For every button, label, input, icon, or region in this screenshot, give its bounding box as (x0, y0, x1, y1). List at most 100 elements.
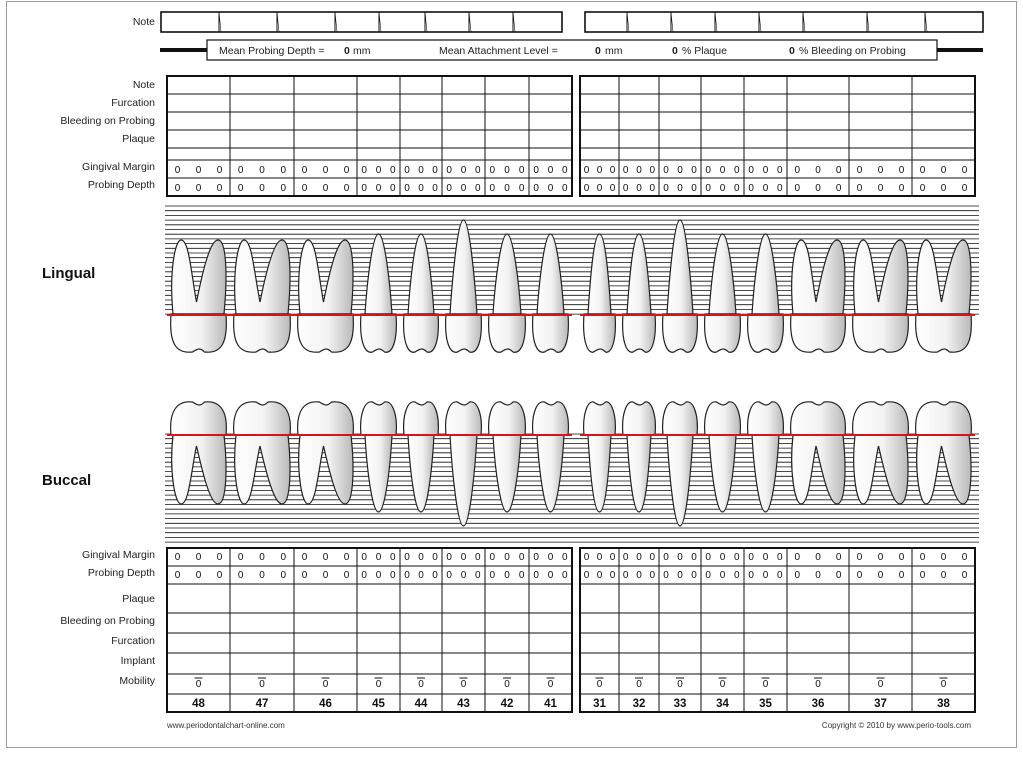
upper-probing-depth-value: 0 (795, 183, 801, 194)
lower-gingival-margin-value: 0 (217, 552, 223, 563)
mobility-value-42: 0 (504, 679, 510, 690)
upper-probing-depth-value: 0 (344, 183, 350, 194)
lower-probing-depth-value: 0 (663, 570, 669, 581)
upper-probing-depth-value: 0 (815, 183, 821, 194)
upper-probing-depth-value: 0 (404, 183, 410, 194)
mobility-value-35: 0 (763, 679, 769, 690)
lower-probing-depth-value: 0 (763, 570, 769, 581)
upper-gingival-margin-value: 0 (361, 165, 367, 176)
lower-gingival-margin-value: 0 (175, 552, 181, 563)
upper-probing-depth-value: 0 (677, 183, 683, 194)
lower-gingival-margin-value: 0 (361, 552, 367, 563)
top-note-box (160, 11, 563, 33)
mobility-value-33: 0 (677, 679, 683, 690)
top-note-tick (512, 11, 516, 33)
upper-probing-depth-value: 0 (705, 183, 711, 194)
lower-gingival-margin-value: 0 (748, 552, 754, 563)
lower-probing-depth-value: 0 (302, 570, 308, 581)
upper-gingival-margin-value: 0 (504, 165, 510, 176)
lingual-tooth-crown-35 (747, 313, 784, 353)
lower-gingival-margin-value: 0 (390, 552, 396, 563)
upper-gingival-margin-value: 0 (962, 165, 968, 176)
upper-gingival-margin-value: 0 (636, 165, 642, 176)
upper-gingival-margin-value: 0 (734, 165, 740, 176)
bleeding-value: 0 (789, 45, 795, 57)
tooth-number-32: 32 (633, 698, 646, 710)
lingual-tooth-crown-48 (170, 313, 227, 353)
lingual-tooth-root-42 (492, 233, 522, 315)
footer-left-url: www.periodontalchart-online.com (166, 721, 285, 730)
upper-table-border (579, 75, 976, 197)
lower-gingival-margin-value: 0 (610, 552, 616, 563)
mean-probing-depth-label: Mean Probing Depth = (219, 45, 324, 57)
lower-gingival-margin-value: 0 (734, 552, 740, 563)
tooth-number-33: 33 (674, 698, 687, 710)
lower-table-border (579, 547, 976, 713)
lower-gingival-margin-value: 0 (962, 552, 968, 563)
lower-probing-depth-value: 0 (878, 570, 884, 581)
tooth-number-31: 31 (593, 698, 606, 710)
lower-probing-depth-value: 0 (490, 570, 496, 581)
lingual-tooth-crown-46 (297, 313, 354, 353)
upper-gingival-margin-value: 0 (217, 165, 223, 176)
periodontal-chart: Note Mean Probing Depth = 0 mm Mean Atta… (42, 11, 984, 730)
upper-probing-depth-value: 0 (533, 183, 539, 194)
upper-probing-depth-value: 0 (323, 183, 329, 194)
top-note-tick (670, 11, 674, 33)
upper-probing-depth-value: 0 (748, 183, 754, 194)
upper-probing-depth-value: 0 (878, 183, 884, 194)
buccal-tooth-crown-43 (445, 401, 482, 436)
upper-gingival-margin-value: 0 (720, 165, 726, 176)
mobility-value-41: 0 (548, 679, 554, 690)
buccal-tooth-crown-46 (297, 401, 354, 436)
buccal-tooth-root-35 (751, 434, 780, 513)
lower-gingival-margin-value: 0 (941, 552, 947, 563)
lingual-tooth-root-31 (587, 233, 612, 315)
lower-probing-depth-value: 0 (815, 570, 821, 581)
lower-gingival-margin-value: 0 (920, 552, 926, 563)
lower-probing-depth-value: 0 (962, 570, 968, 581)
lower-gingival-margin-value: 0 (650, 552, 656, 563)
upper-gingival-margin-value: 0 (418, 165, 424, 176)
lingual-tooth-root-36 (791, 239, 846, 315)
upper-gingival-margin-value: 0 (920, 165, 926, 176)
lower-gingival-margin-value: 0 (446, 552, 452, 563)
upper-gingival-margin-value: 0 (857, 165, 863, 176)
top-note-tick (378, 11, 382, 33)
lower-probing-depth-value: 0 (677, 570, 683, 581)
mean-attachment-unit: mm (605, 45, 623, 57)
upper-probing-depth-value: 0 (376, 183, 382, 194)
lingual-tooth-root-33 (666, 219, 694, 315)
upper-gingival-margin-value: 0 (175, 165, 181, 176)
upper-gingival-margin-value: 0 (763, 165, 769, 176)
buccal-tooth-crown-32 (622, 401, 656, 436)
lingual-tooth-crown-32 (622, 313, 656, 353)
lower-gingival-margin-value: 0 (623, 552, 629, 563)
lingual-tooth-crown-41 (532, 313, 569, 353)
mobility-value-46: 0 (323, 679, 329, 690)
lingual-tooth-crown-36 (790, 313, 846, 353)
teeth-diagram (167, 219, 975, 527)
tooth-number-38: 38 (937, 698, 950, 710)
lower-probing-depth-value: 0 (705, 570, 711, 581)
buccal-tooth-root-31 (587, 434, 612, 513)
periodontal-chart-page: Note Mean Probing Depth = 0 mm Mean Atta… (6, 1, 1017, 748)
lower-furcation-label: Furcation (111, 635, 155, 647)
upper-probing-depth-value: 0 (597, 183, 603, 194)
lower-probing-depth-value: 0 (259, 570, 265, 581)
lower-probing-depth-value: 0 (636, 570, 642, 581)
upper-gingival-margin-value: 0 (548, 165, 554, 176)
lower-mobility-label: Mobility (119, 675, 155, 687)
buccal-tooth-crown-42 (488, 401, 526, 436)
upper-probing-depth-value: 0 (259, 183, 265, 194)
upper-gingival-margin-value: 0 (584, 165, 590, 176)
lower-gingival-margin-value: 0 (878, 552, 884, 563)
upper-gingival-margin-value: 0 (490, 165, 496, 176)
upper-gingival-margin-value: 0 (878, 165, 884, 176)
lingual-tooth-root-35 (751, 233, 780, 315)
mobility-value-38: 0 (941, 679, 947, 690)
upper-gingival-margin-value: 0 (281, 165, 287, 176)
top-note-row (160, 11, 984, 33)
